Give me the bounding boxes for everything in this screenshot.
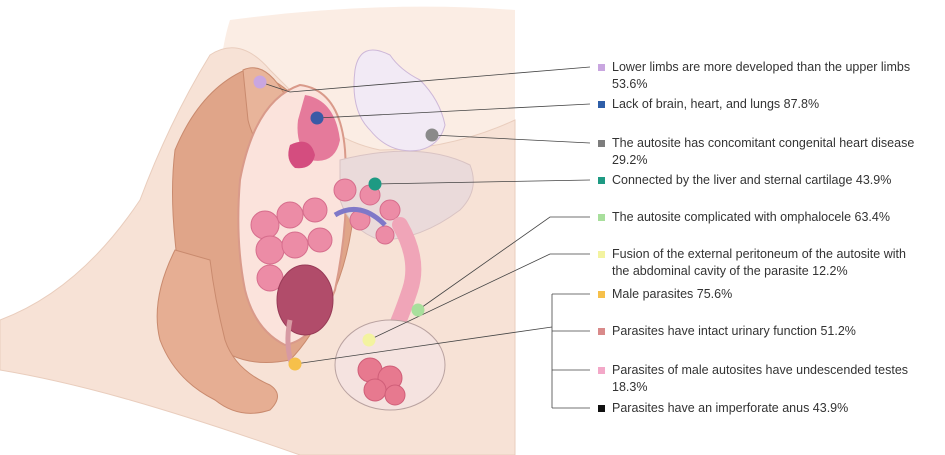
leader-line-4 xyxy=(374,179,591,185)
label-line1: Male parasites 75.6% xyxy=(612,287,733,301)
label-undescended-testes: Parasites of male autosites have undesce… xyxy=(598,362,945,396)
leader-line-1 xyxy=(259,66,591,93)
legend-square xyxy=(598,367,605,374)
label-urinary-function: Parasites have intact urinary function 5… xyxy=(598,323,945,340)
leader-line-7 xyxy=(294,326,553,365)
label-male-parasites: Male parasites 75.6% xyxy=(598,286,945,303)
small-organ xyxy=(288,141,315,169)
legend-square xyxy=(598,251,605,258)
bladder xyxy=(276,264,334,336)
marker-heart-disease xyxy=(425,128,439,142)
legend-square xyxy=(598,291,605,298)
label-line1: The autosite has concomitant congenital … xyxy=(612,136,915,150)
label-line1: Parasites of male autosites have undesce… xyxy=(612,363,909,377)
legend-square xyxy=(598,101,605,108)
legend-square xyxy=(598,328,605,335)
label-omphalocele: The autosite complicated with omphalocel… xyxy=(598,209,945,226)
label-line1: Connected by the liver and sternal carti… xyxy=(612,173,892,187)
label-line1: Parasites have intact urinary function 5… xyxy=(612,324,856,338)
marker-peritoneum xyxy=(362,333,376,347)
legend-square xyxy=(598,140,605,147)
label-line2: 18.3% xyxy=(612,380,648,394)
label-line2: 29.2% xyxy=(612,153,648,167)
label-line1: Parasites have an imperforate anus 43.9% xyxy=(612,401,849,415)
label-line1: Lack of brain, heart, and lungs 87.8% xyxy=(612,97,820,111)
label-brain-heart-lungs: Lack of brain, heart, and lungs 87.8% xyxy=(598,96,945,113)
label-lower-limbs: Lower limbs are more developed than the … xyxy=(598,59,945,93)
label-line1: Fusion of the external peritoneum of the… xyxy=(612,247,906,261)
marker-male-parasites xyxy=(288,357,302,371)
marker-omphalocele xyxy=(411,303,425,317)
pelvic-oval xyxy=(334,319,446,411)
leader-line-5 xyxy=(417,216,590,311)
label-imperforate-anus: Parasites have an imperforate anus 43.9% xyxy=(598,400,945,417)
legend-square xyxy=(598,214,605,221)
legend-square xyxy=(598,64,605,71)
leader-line-6 xyxy=(368,253,590,341)
label-line2: 53.6% xyxy=(612,77,648,91)
parasite-leg xyxy=(156,249,278,414)
label-line1: The autosite complicated with omphalocel… xyxy=(612,210,890,224)
label-line1: Lower limbs are more developed than the … xyxy=(612,60,911,74)
lower-organ xyxy=(357,357,406,406)
label-liver-sternal: Connected by the liver and sternal carti… xyxy=(598,172,945,189)
label-line2: the abdominal cavity of the parasite 12.… xyxy=(612,264,848,278)
autosite-heart xyxy=(353,49,446,152)
marker-liver-sternal xyxy=(368,177,382,191)
leader-line-3 xyxy=(431,134,591,144)
marker-brain-heart-lungs xyxy=(310,111,324,125)
legend-square xyxy=(598,405,605,412)
legend-square xyxy=(598,177,605,184)
label-heart-disease: The autosite has concomitant congenital … xyxy=(598,135,945,169)
marker-dots xyxy=(253,75,439,371)
leader-lines xyxy=(259,66,591,409)
label-peritoneum: Fusion of the external peritoneum of the… xyxy=(598,246,945,280)
leader-line-2 xyxy=(316,103,591,119)
vessel xyxy=(333,206,387,227)
marker-lower-limbs xyxy=(253,75,267,89)
